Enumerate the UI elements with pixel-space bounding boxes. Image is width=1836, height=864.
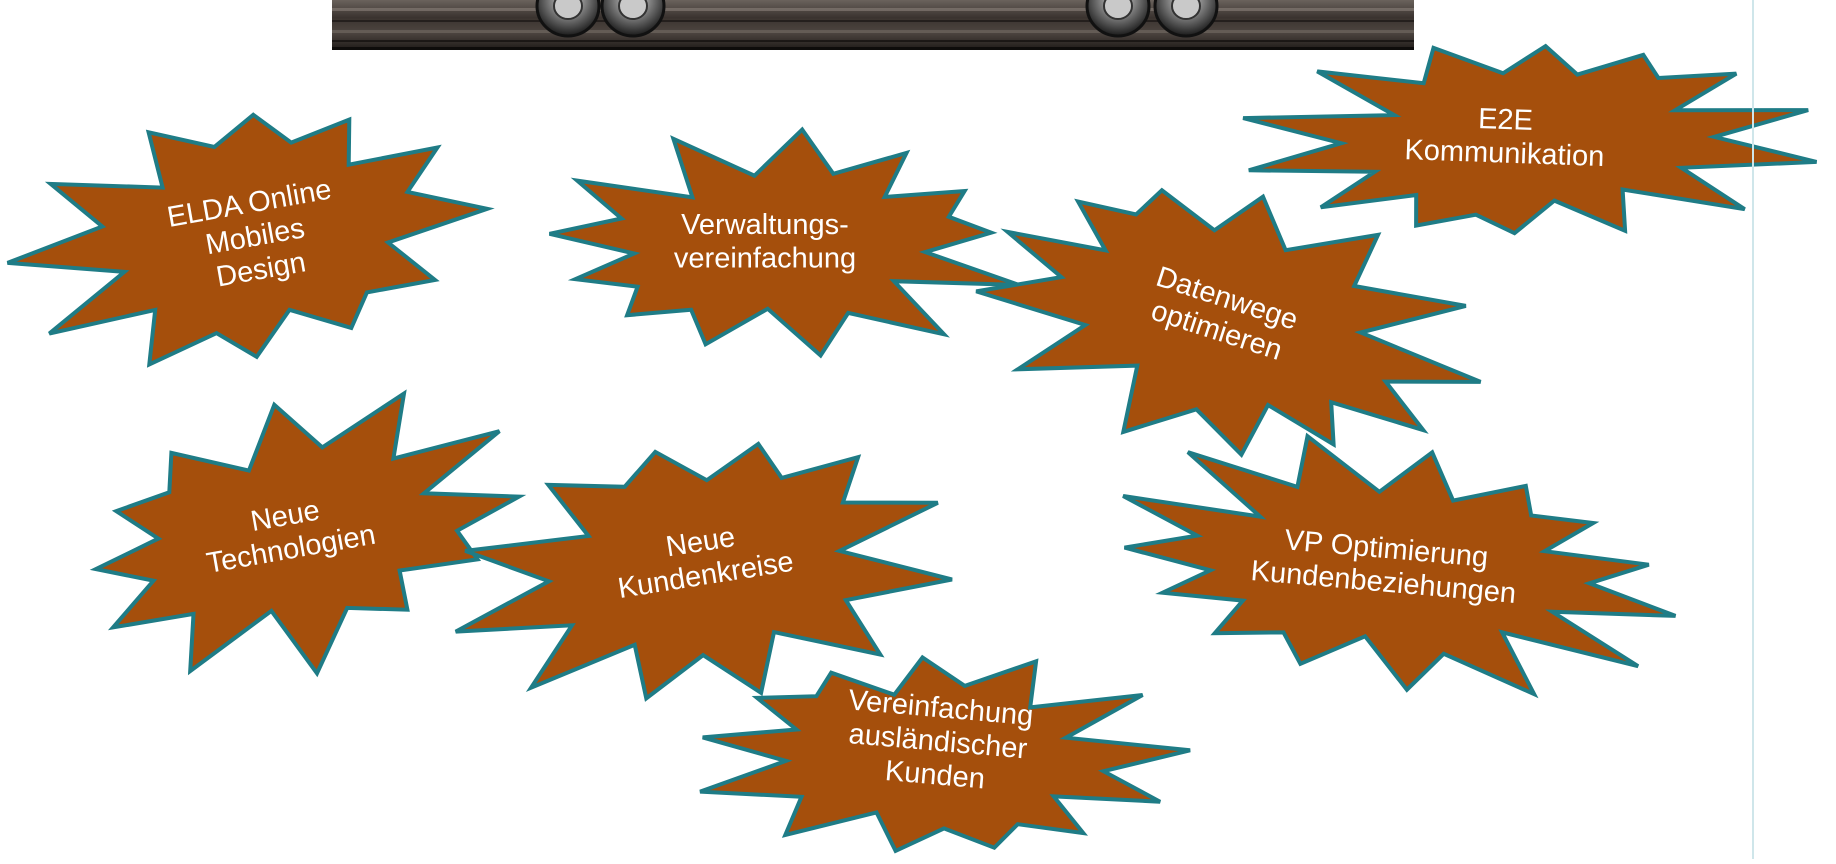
burst-e2e: E2EKommunikation: [1242, 43, 1818, 236]
burst-shape: [6, 112, 495, 368]
burst-shape: [1122, 432, 1677, 699]
burst-shape: [699, 654, 1191, 854]
burst-label-line: E2E: [1478, 103, 1534, 137]
bursts-layer: ELDA OnlineMobilesDesign Verwaltungs-vere…: [6, 43, 1818, 854]
burst-shape: [1242, 43, 1818, 236]
burst-shape: [975, 187, 1482, 459]
burst-shape: [454, 441, 953, 702]
burst-verwaltungsvereinfachung: Verwaltungs-vereinfachung: [549, 126, 1020, 359]
burst-vp-optimierung: VP OptimierungKundenbeziehungen: [1122, 432, 1677, 699]
burst-vereinfachung-auslaendischer: VereinfachungausländischerKunden: [699, 654, 1191, 854]
slide-edge-divider: [1752, 0, 1754, 859]
wheel-icon: [1153, 0, 1219, 38]
burst-neue-kundenkreise: NeueKundenkreise: [454, 441, 953, 702]
burst-label: E2EKommunikation: [1404, 101, 1606, 174]
burst-neue-technologien: NeueTechnologien: [89, 389, 527, 678]
burst-shape: [89, 389, 527, 678]
burst-label-line: Kommunikation: [1404, 134, 1605, 173]
wheel-icon: [600, 0, 666, 38]
burst-shape: [549, 126, 1020, 359]
burst-datenwege: Datenwegeoptimieren: [975, 187, 1482, 459]
burst-label-line: vereinfachung: [674, 243, 856, 275]
burst-label-line: Verwaltungs-: [681, 209, 849, 241]
wheel-icon: [1085, 0, 1151, 38]
truck-trailer-image: [332, 0, 1414, 50]
burst-label: Verwaltungs-vereinfachung: [674, 209, 856, 275]
wheel-icon: [535, 0, 601, 38]
burst-elda-online: ELDA OnlineMobilesDesign: [6, 112, 495, 368]
